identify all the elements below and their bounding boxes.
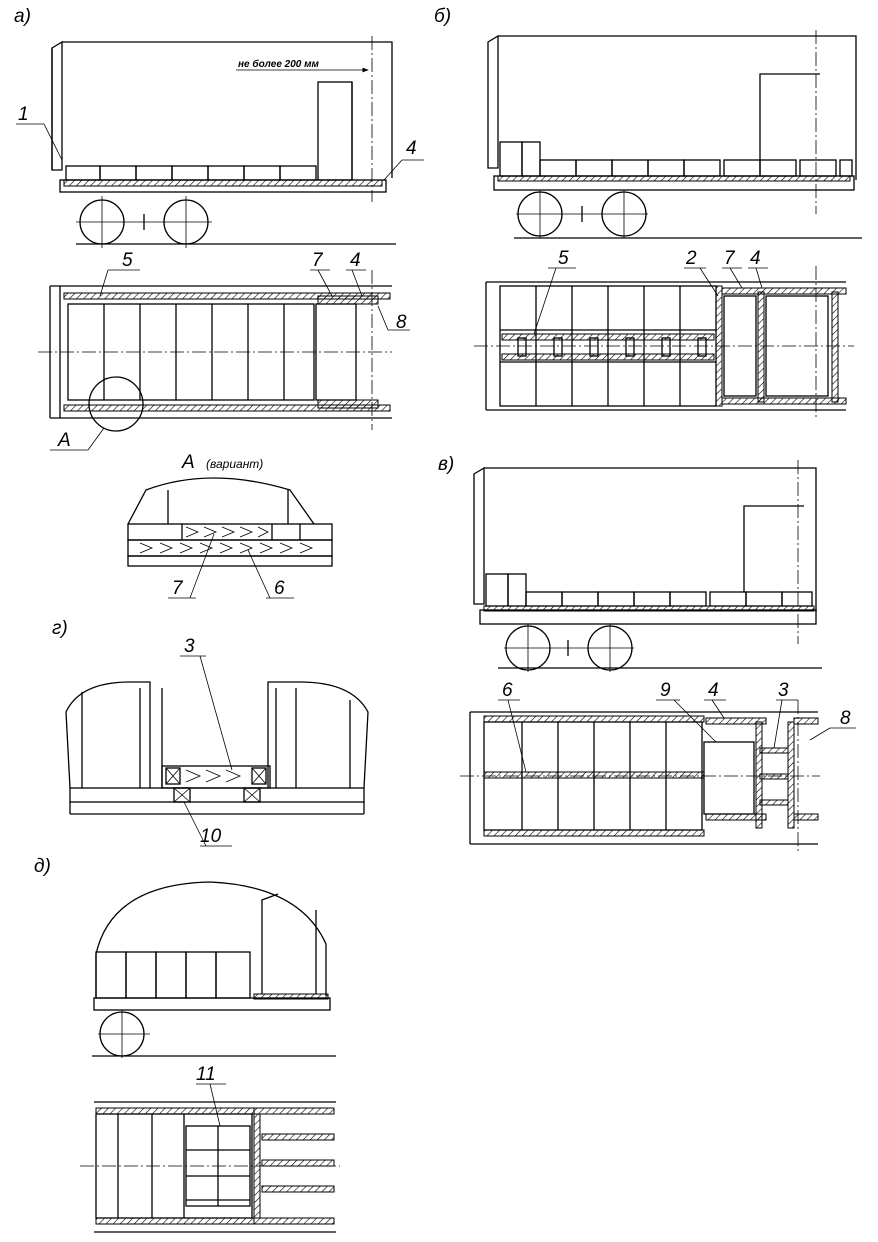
panel-label-v: в) bbox=[438, 454, 454, 475]
callout-8-v: 8 bbox=[840, 708, 851, 729]
panel-v-side-view bbox=[473, 460, 822, 672]
callout-5: 5 bbox=[122, 250, 133, 271]
panel-d-side-view bbox=[92, 881, 336, 1058]
cargo-row-d bbox=[95, 951, 251, 999]
callout-2-b: 2 bbox=[685, 248, 697, 269]
cargo-grid-a bbox=[103, 304, 285, 400]
panel-label-g: г) bbox=[52, 618, 68, 639]
callout-3-v: 3 bbox=[778, 680, 789, 701]
callout-9-v: 9 bbox=[660, 680, 671, 701]
callout-7-detail: 7 bbox=[172, 578, 184, 599]
callout-8: 8 bbox=[396, 312, 407, 333]
callout-4-b: 4 bbox=[750, 248, 761, 269]
callout-7-b: 7 bbox=[724, 248, 736, 269]
panel-a-plan-view: А 5 7 4 8 bbox=[38, 250, 410, 451]
callout-3-g: 3 bbox=[184, 636, 195, 657]
callout-11-d: 11 bbox=[196, 1064, 216, 1085]
panel-v: в) bbox=[438, 454, 856, 852]
callout-10-g: 10 bbox=[200, 826, 222, 847]
panel-g: г) 3 10 bbox=[52, 618, 369, 847]
panel-b-side-view bbox=[487, 30, 862, 239]
callout-6-v: 6 bbox=[502, 680, 513, 701]
cargo-row-b bbox=[539, 159, 853, 177]
panel-b-plan-view: 5 2 7 4 bbox=[474, 248, 854, 420]
callout-6-detail: 6 bbox=[274, 578, 285, 599]
panel-v-plan-view: 6 9 4 3 8 bbox=[460, 680, 856, 852]
callout-5-b: 5 bbox=[558, 248, 569, 269]
cargo-grid-d bbox=[117, 1114, 185, 1218]
panel-a-side-view: не более 200 мм 1 4 bbox=[16, 36, 424, 248]
cargo-row-a bbox=[65, 165, 317, 181]
callout-4: 4 bbox=[406, 138, 417, 159]
detail-callout-a: А bbox=[57, 430, 71, 451]
detail-title: А bbox=[181, 452, 195, 473]
callout-4-v: 4 bbox=[708, 680, 719, 701]
dimension-note: не более 200 мм bbox=[238, 58, 320, 70]
callout-7: 7 bbox=[312, 250, 324, 271]
panel-d: д) bbox=[34, 856, 340, 1233]
detail-subtitle: (вариант) bbox=[206, 457, 263, 471]
panel-b: б) bbox=[434, 6, 862, 420]
panel-a: а) не более 200 мм bbox=[14, 6, 424, 451]
detail-callout-circle bbox=[88, 376, 144, 432]
cargo-grid-v bbox=[521, 722, 667, 830]
panel-label-d: д) bbox=[34, 856, 51, 877]
callout-4-plan: 4 bbox=[350, 250, 361, 271]
panel-label-a: а) bbox=[14, 6, 31, 27]
cargo-row-v bbox=[525, 591, 813, 607]
panel-label-b: б) bbox=[434, 6, 451, 27]
cargo-grid-b bbox=[500, 286, 716, 406]
detail-a-variant: А (вариант) 7 6 bbox=[127, 452, 333, 599]
callout-1: 1 bbox=[18, 104, 29, 125]
panel-d-plan-view: 11 bbox=[80, 1064, 340, 1233]
